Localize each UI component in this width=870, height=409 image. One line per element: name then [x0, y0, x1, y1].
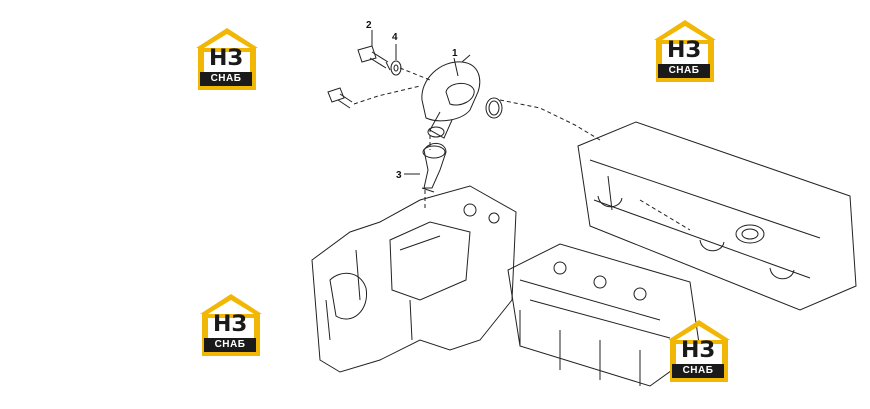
logo-label-text: СНАБ: [672, 364, 724, 378]
logo-label-text: СНАБ: [204, 338, 256, 352]
watermark-logo: НЗ СНАБ: [664, 318, 734, 386]
callout-2: 2: [366, 20, 372, 31]
callout-4: 4: [392, 32, 398, 43]
callout-3: 3: [396, 170, 402, 181]
logo-label-text: СНАБ: [658, 64, 710, 78]
part-2-bolt: [357, 45, 391, 71]
part-3-hose: [421, 143, 447, 193]
valve-cover: [577, 121, 857, 311]
cylinder-block: [311, 185, 517, 373]
lower-bolt: [327, 87, 353, 109]
assembly-lines: [353, 67, 691, 231]
part-1-housing: [421, 54, 481, 139]
callout-1: 1: [452, 48, 458, 59]
logo-mark-text: НЗ: [208, 46, 244, 71]
watermark-logo: НЗ СНАБ: [192, 26, 262, 94]
leader-lines: [371, 30, 459, 175]
logo-mark-text: НЗ: [212, 312, 248, 337]
o-ring: [485, 97, 503, 119]
logo-mark-text: НЗ: [666, 38, 702, 63]
part-4-washer: [390, 60, 402, 76]
logo-mark-text: НЗ: [680, 338, 716, 363]
logo-label-text: СНАБ: [200, 72, 252, 86]
watermark-logo: НЗ СНАБ: [650, 18, 720, 86]
watermark-logo: НЗ СНАБ: [196, 292, 266, 360]
